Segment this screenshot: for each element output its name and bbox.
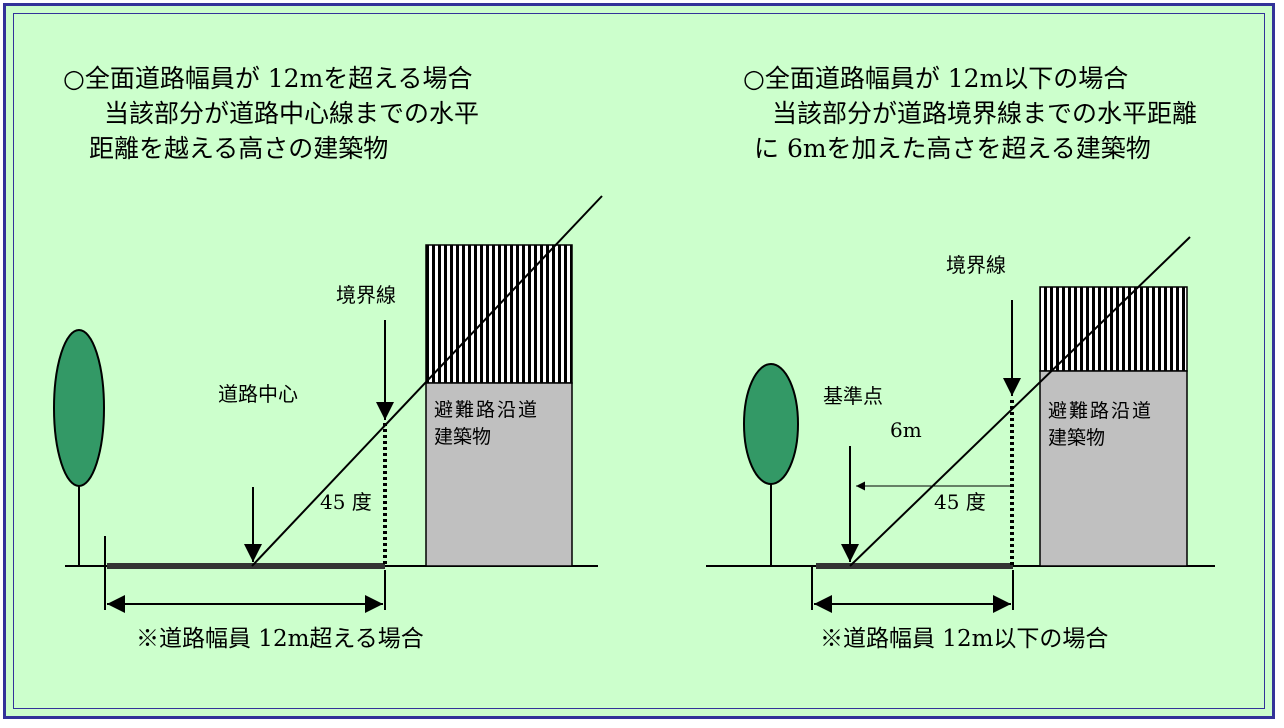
left-heading-line2: 当該部分が道路中心線までの水平 (104, 99, 480, 128)
right-building-label-line1: 避難路沿道 (1048, 400, 1154, 422)
left-building-label-line2: 建築物 (434, 426, 492, 448)
left-boundary-label: 境界線 (336, 283, 396, 307)
left-scene (53, 195, 603, 613)
left-caption: ※道路幅員 12m超える場合 (136, 626, 424, 652)
right-scene (706, 236, 1215, 613)
right-heading-line1: ○全面道路幅員が 12m以下の場合 (743, 64, 1129, 93)
left-building-upper (425, 244, 573, 384)
right-offset-label: 6m (890, 418, 922, 442)
right-boundary-label: 境界線 (946, 253, 1006, 277)
left-heading-line3: 距離を越える高さの建築物 (89, 134, 389, 163)
right-building-label-line2: 建築物 (1048, 427, 1106, 449)
left-heading-line1: ○全面道路幅員が 12mを超える場合 (63, 64, 473, 93)
left-slope-line (251, 195, 603, 567)
left-angle-label: 45 度 (320, 490, 372, 514)
left-building-lower (425, 382, 573, 567)
right-heading-line2: 当該部分が道路境界線までの水平距離 (772, 99, 1198, 128)
left-tree-crown (53, 329, 105, 487)
right-angle-label: 45 度 (934, 490, 986, 514)
right-building-upper (1039, 286, 1188, 372)
right-caption: ※道路幅員 12m以下の場合 (820, 626, 1109, 652)
right-reference-point-label: 基準点 (823, 384, 883, 408)
diagram-inner-border (13, 13, 1265, 709)
right-building-lower (1039, 370, 1188, 567)
left-road-center-label: 道路中心 (218, 382, 298, 406)
right-slope-line (849, 236, 1191, 567)
left-building-label-line1: 避難路沿道 (434, 399, 540, 421)
right-tree-crown (743, 363, 799, 485)
right-heading-line3: に 6mを加えた高さを超える建築物 (754, 134, 1151, 163)
